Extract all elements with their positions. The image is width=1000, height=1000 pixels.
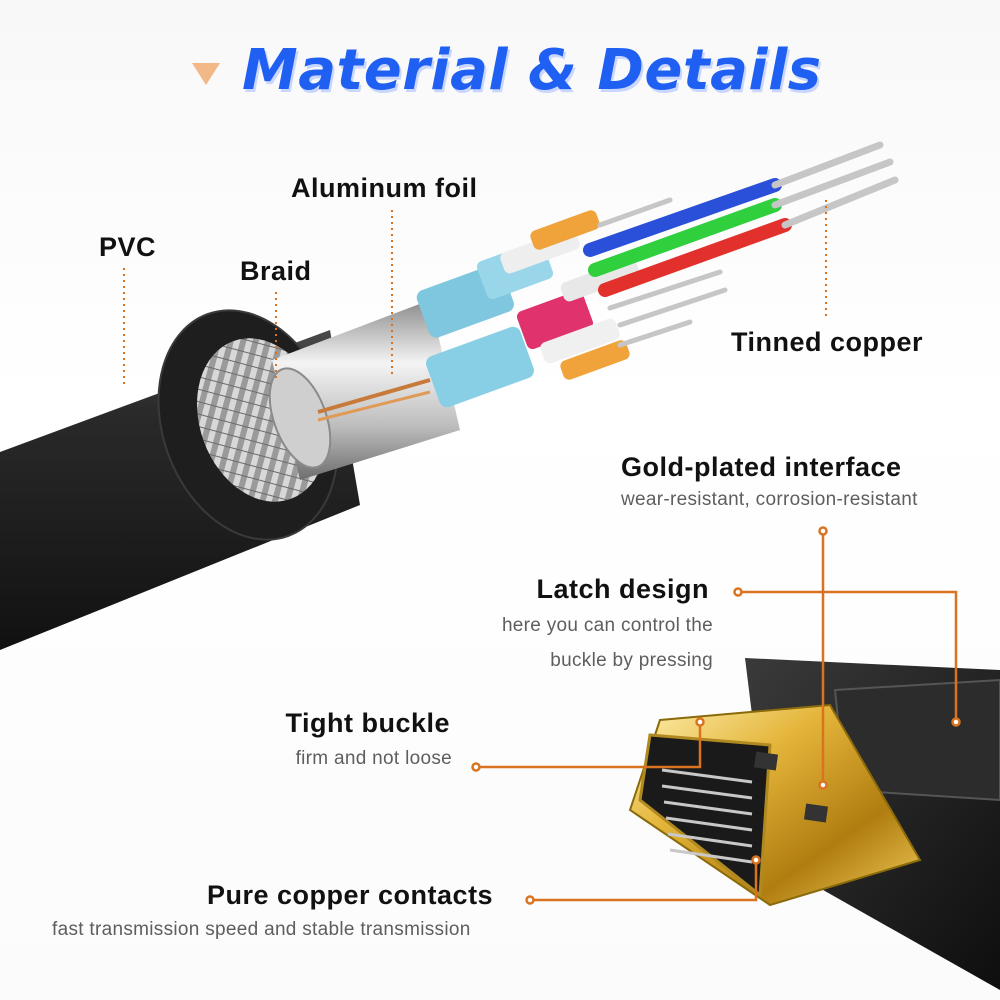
feature-leaders	[476, 531, 958, 902]
tinned-copper-strands	[597, 141, 899, 348]
page-title: Material & Details	[242, 38, 822, 103]
desc-tight-buckle: firm and not loose	[295, 748, 452, 769]
desc-latch-design-line2: buckle by pressing	[550, 650, 713, 671]
colored-wires	[583, 178, 792, 297]
leader-dots	[471, 526, 961, 905]
label-latch-design: Latch design	[536, 574, 709, 604]
inner-pairs	[416, 210, 640, 408]
label-tight-buckle: Tight buckle	[285, 708, 450, 738]
title-triangle-icon	[192, 63, 220, 85]
copper-contacts	[661, 768, 753, 864]
label-pvc: PVC	[99, 232, 157, 262]
desc-latch-design-line1: here you can control the	[501, 615, 713, 636]
label-aluminum-foil: Aluminum foil	[291, 173, 478, 203]
label-pure-copper-contacts: Pure copper contacts	[207, 880, 494, 910]
desc-gold-plated-interface: wear-resistant, corrosion-resistant	[621, 489, 918, 510]
displayport-plug	[628, 658, 1000, 990]
leader-lines	[123, 200, 827, 385]
desc-pure-copper-contacts: fast transmission speed and stable trans…	[52, 919, 471, 940]
label-gold-plated-interface: Gold-plated interface	[621, 452, 902, 482]
label-braid: Braid	[240, 256, 312, 286]
label-tinned-copper: Tinned copper	[731, 327, 924, 357]
